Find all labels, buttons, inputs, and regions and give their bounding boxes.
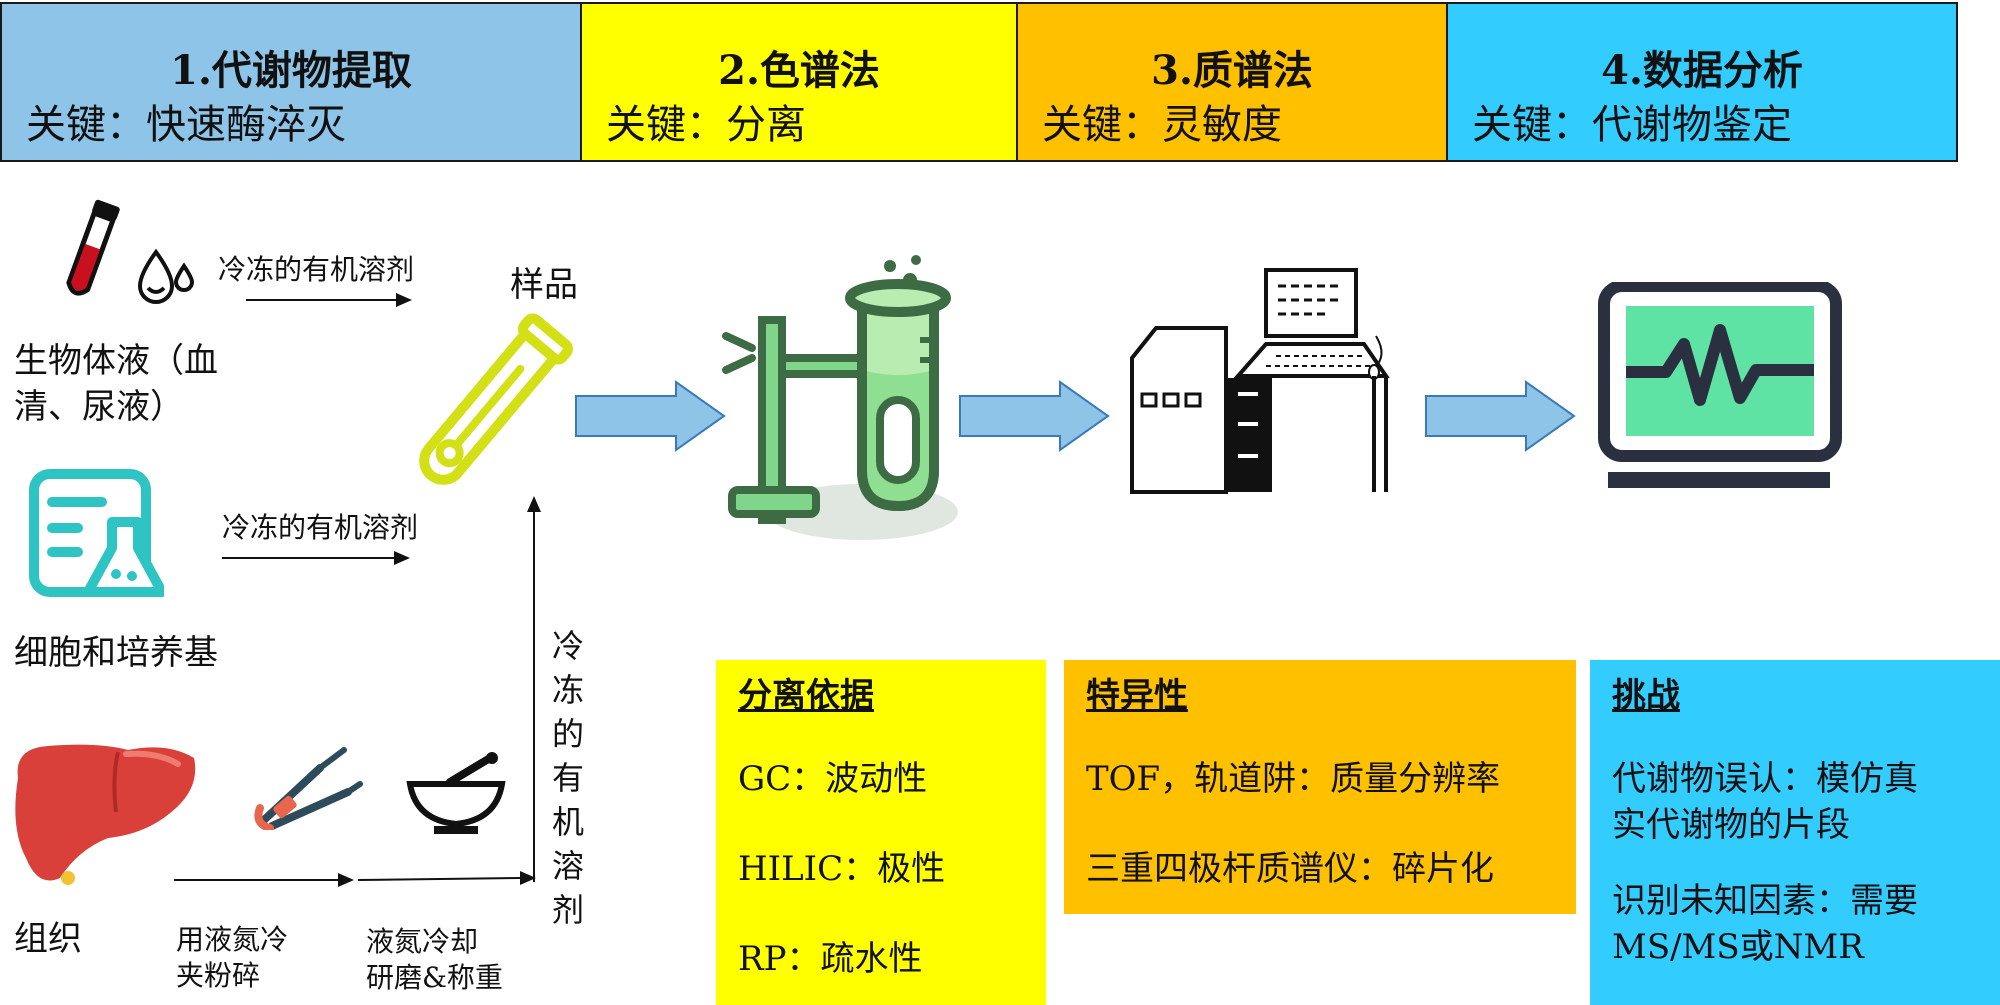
challenge-line: 实代谢物的片段 [1612, 805, 1850, 845]
droplets-icon [137, 248, 195, 304]
challenge-box-item-2: 识别未知因素：需要 MS/MS或NMR [1612, 878, 1978, 970]
vertical-solvent-label: 冷冻的有机溶剂 [551, 627, 584, 929]
step-4-title: 4.数据分析 [1601, 47, 1803, 94]
challenge-box-item-1: 代谢物误认：模仿真 实代谢物的片段 [1612, 756, 1978, 848]
step-1-header: 1.代谢物提取 关键：快速酶淬灭 [0, 2, 582, 162]
separation-box-title: 分离依据 [738, 676, 874, 716]
sample-label: 样品 [510, 265, 578, 305]
tissue-step1-line2: 夹粉碎 [176, 959, 261, 992]
separation-box: 分离依据 GC：波动性 HILIC：极性 RP：疏水性 [716, 660, 1046, 1005]
separation-box-line: HILIC：极性 [738, 849, 946, 889]
step-4-key: 关键：代谢物鉴定 [1472, 102, 1792, 148]
biofluid-label-line1: 生物体液（血 [14, 341, 218, 381]
challenge-line: MS/MS或NMR [1612, 927, 1864, 967]
step-1-key: 关键：快速酶淬灭 [26, 102, 346, 148]
tissue-step1-line1: 用液氮冷 [176, 923, 289, 956]
cell-culture-flask-icon [29, 469, 164, 597]
monitor-signal-icon [1598, 282, 1842, 488]
step-3-title: 3.质谱法 [1151, 47, 1313, 94]
separation-box-line: RP：疏水性 [738, 939, 923, 979]
specificity-box-line: TOF，轨道阱：质量分辨率 [1086, 759, 1501, 799]
mortar-pestle-icon [406, 752, 506, 834]
tissue-label: 组织 [14, 919, 82, 959]
step-2-header: 2.色谱法 关键：分离 [580, 2, 1018, 162]
biofluid-label-line2: 清、尿液） [14, 387, 184, 427]
challenge-line: 识别未知因素：需要 [1612, 881, 1918, 921]
blood-tube-icon [66, 199, 120, 296]
step-3-key: 关键：灵敏度 [1042, 102, 1282, 148]
cells-label: 细胞和培养基 [14, 633, 218, 673]
tissue-arrow-1 [174, 873, 354, 887]
challenge-box-title: 挑战 [1612, 676, 1680, 716]
cells-solvent-label: 冷冻的有机溶剂 [222, 511, 419, 544]
flow-arrow-2 [959, 380, 1110, 452]
specificity-box-title: 特异性 [1086, 676, 1188, 716]
step-3-header: 3.质谱法 关键：灵敏度 [1016, 2, 1448, 162]
step-2-key: 关键：分离 [606, 102, 806, 148]
tissue-step2-line2: 研磨&称重 [366, 961, 503, 994]
test-tube-icon [419, 313, 573, 485]
step-4-header: 4.数据分析 关键：代谢物鉴定 [1446, 2, 1958, 162]
flow-arrow-3 [1425, 380, 1576, 452]
tongs-icon [254, 747, 363, 830]
flow-arrow-1 [575, 380, 726, 452]
liver-icon [15, 744, 196, 885]
tissue-arrow-2 [357, 871, 536, 885]
biofluid-solvent-label: 冷冻的有机溶剂 [218, 253, 415, 286]
step-1-title: 1.代谢物提取 [170, 47, 412, 94]
tissue-step2-line1: 液氮冷却 [366, 925, 479, 958]
step-2-title: 2.色谱法 [718, 47, 880, 94]
specificity-box: 特异性 TOF，轨道阱：质量分辨率 三重四极杆质谱仪：碎片化 [1064, 660, 1576, 914]
chromatography-stand-icon [722, 255, 958, 540]
vertical-arrow [527, 496, 541, 882]
challenge-line: 代谢物误认：模仿真 [1612, 759, 1918, 799]
challenge-box: 挑战 代谢物误认：模仿真 实代谢物的片段 识别未知因素：需要 MS/MS或NMR [1590, 660, 2000, 1005]
cells-arrow [222, 551, 410, 565]
specificity-box-line: 三重四极杆质谱仪：碎片化 [1086, 849, 1494, 889]
mass-spectrometer-icon [1130, 268, 1390, 494]
biofluid-arrow [246, 293, 412, 307]
separation-box-line: GC：波动性 [738, 759, 928, 799]
